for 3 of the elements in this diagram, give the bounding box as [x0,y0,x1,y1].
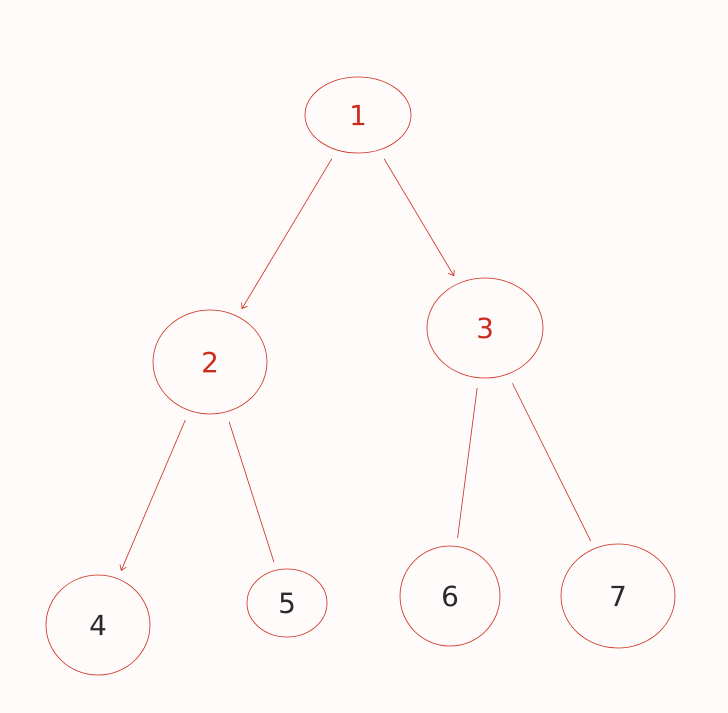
arrow [384,158,455,276]
arrow [120,420,186,572]
arrow [241,158,332,310]
